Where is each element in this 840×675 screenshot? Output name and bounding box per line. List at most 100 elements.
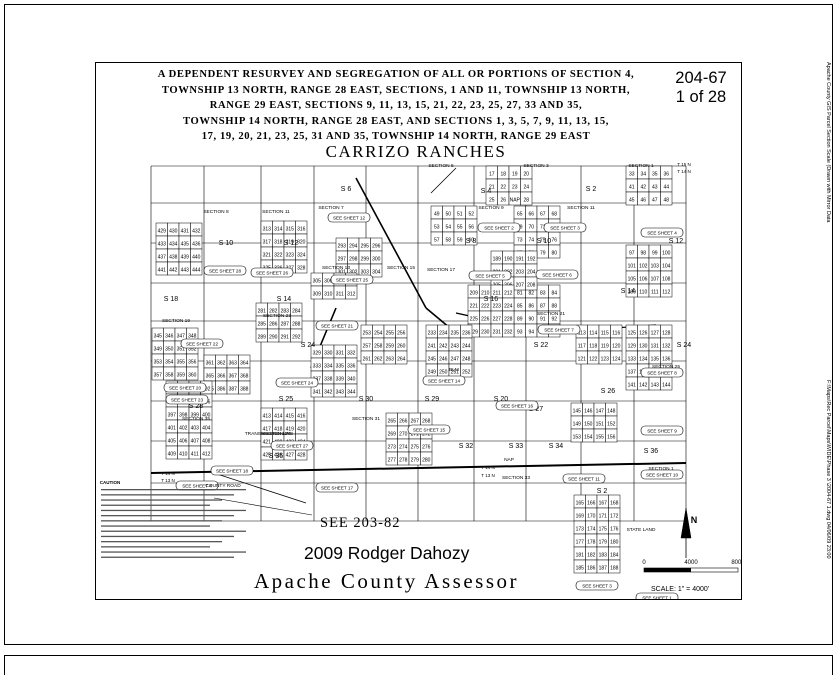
sheet-ref-box [543, 222, 587, 233]
parcel-number: 207 [516, 283, 525, 289]
parcel-number: 222 [481, 304, 490, 310]
parcel-number: 93 [517, 330, 523, 336]
parcel-number: 334 [324, 364, 333, 370]
parcel-number: 348 [188, 334, 197, 340]
parcel-number: 156 [607, 435, 616, 441]
section-label: S 30 [359, 396, 374, 403]
parcel-number: 270 [399, 432, 408, 438]
parcel-number: 417 [263, 427, 272, 433]
sheet-ref-label: SEE SHEET 20 [169, 386, 202, 391]
parcel-number: 233 [428, 331, 437, 337]
scale-tick: 8000 [731, 560, 742, 566]
parcel-number: 221 [470, 304, 479, 310]
parcel-number: 44 [663, 185, 669, 191]
parcel-number: 52 [468, 212, 474, 218]
section-label: S 8 [466, 238, 477, 245]
parcel-number: 229 [470, 330, 479, 336]
parcel-number: 338 [324, 377, 333, 383]
parcel-cell [605, 428, 618, 443]
section-header: SECTION 23 [263, 313, 291, 319]
township-label: T 15 N [677, 162, 690, 167]
parcel-number: 313 [263, 227, 272, 233]
parcel-number: 203 [516, 270, 525, 276]
sheet-ref-box [640, 367, 684, 378]
parcel-number: 398 [179, 413, 188, 419]
parcel-number: 98 [640, 251, 646, 257]
note-text-line [101, 515, 234, 517]
parcel-number: 269 [388, 432, 397, 438]
parcel-number: 150 [584, 422, 593, 428]
parcel-cell [502, 323, 515, 338]
section-label: S 14 [621, 288, 636, 295]
parcel-number: 149 [573, 422, 582, 428]
parcel-number: 175 [599, 527, 608, 533]
parcel-number: 70 [528, 225, 534, 231]
parcel-number: 211 [493, 291, 501, 297]
sheet-ref-label: SEE SHEET 10 [646, 473, 679, 478]
parcel-number: 341 [313, 390, 322, 396]
parcel-number: 366 [217, 374, 226, 380]
parcel-number: 290 [269, 335, 278, 341]
parcel-number: 144 [662, 383, 671, 389]
see-reference: SEE 203-82 [320, 515, 401, 531]
parcel-number: 289 [258, 335, 267, 341]
section-label: S 2 [586, 186, 597, 193]
parcel-number: 387 [229, 387, 238, 393]
township-label: T 13 N [481, 473, 494, 478]
parcel-number: 275 [411, 445, 420, 451]
parcel-number: 54 [445, 225, 451, 231]
parcel-number: 323 [286, 253, 295, 259]
section-header: SECTION 1 [628, 163, 654, 169]
parcel-number: 92 [551, 317, 557, 323]
parcel-number: 349 [154, 347, 163, 353]
section-label: S 24 [677, 342, 692, 349]
dashed-line [213, 472, 307, 504]
parcel-number: 340 [347, 377, 356, 383]
parcel-number: 124 [612, 357, 621, 363]
parcel-number: 362 [217, 361, 226, 367]
parcel-number: 352 [188, 347, 197, 353]
parcel-number: 295 [361, 244, 370, 250]
scale-tick: 4000 [684, 560, 698, 566]
parcel-number: 306 [324, 279, 333, 285]
parcel-number: 187 [599, 566, 608, 572]
parcel-number: 330 [324, 351, 333, 357]
parcel-number: 441 [158, 268, 167, 274]
sheet-ref-label: SEE SHEET 3 [582, 584, 612, 589]
parcel-number: 367 [229, 374, 238, 380]
parcel-number: 406 [179, 439, 188, 445]
section-label: S 33 [509, 443, 524, 450]
parcel-number: 261 [363, 357, 372, 363]
parcel-number: 420 [297, 427, 306, 433]
parcel-number: 354 [165, 360, 174, 366]
place-label: STATE LAND [627, 527, 656, 533]
parcel-number: 263 [386, 357, 395, 363]
parcel-number: 402 [179, 426, 188, 432]
parcel-cell [370, 263, 383, 278]
parcel-cell [660, 283, 673, 298]
parcel-number: 392 [202, 387, 211, 393]
sheet-ref-box [163, 382, 207, 393]
parcel-cell [525, 276, 538, 291]
title-block: A DEPENDENT RESURVEY AND SEGREGATION OF … [126, 67, 666, 145]
parcel-number: 148 [607, 409, 616, 415]
section-header: SECTION 27 [262, 431, 290, 437]
parcel-number: 113 [578, 331, 586, 337]
scale-label: SCALE: 1" = 4000' [651, 586, 710, 593]
parcel-number: 429 [158, 229, 167, 235]
sheet-ref-box [327, 212, 371, 223]
parcel-number: 291 [281, 335, 290, 341]
parcel-number: 146 [584, 409, 593, 415]
section-label: S 25 [279, 396, 294, 403]
parcel-number: 427 [286, 453, 295, 459]
parcel-number: 208 [527, 283, 536, 289]
parcel-number: 302 [349, 270, 358, 276]
parcel-number: 251 [451, 370, 460, 376]
sheet-ref-box [315, 482, 359, 493]
sheet-ref-box [640, 469, 684, 480]
section-label: S 29 [425, 396, 440, 403]
parcel-number: 274 [399, 445, 408, 451]
parcel-number: 443 [181, 268, 190, 274]
parcel-number: 154 [584, 435, 593, 441]
parcel-number: 431 [181, 229, 190, 235]
